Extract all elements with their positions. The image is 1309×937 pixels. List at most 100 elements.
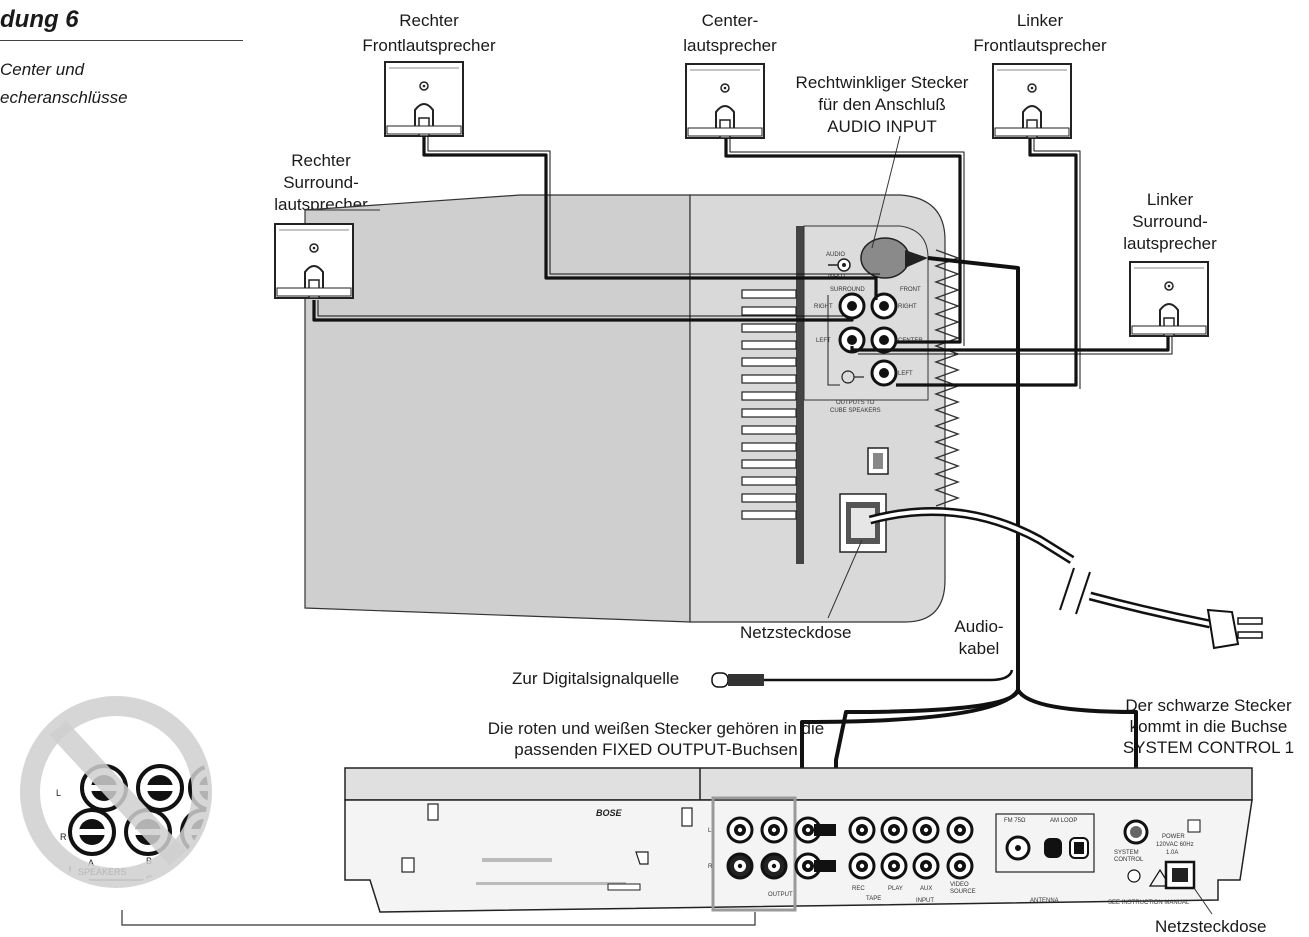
receiver-output-label: OUTPUT (768, 892, 793, 898)
panel-surround-right-label: RIGHT (814, 304, 833, 310)
system-control-label-2: CONTROL (1114, 857, 1144, 863)
power-label-3: 1.0A (1166, 850, 1178, 856)
label-audio-cable: Audio- kabel (954, 617, 1004, 658)
fixed-output-highlight (711, 796, 797, 912)
heatsink-fin (741, 442, 797, 452)
receiver-rca-jacks (726, 816, 974, 880)
heatsink-fin (741, 391, 797, 401)
heatsink-fin (741, 289, 797, 299)
panel-front-right-label: RIGHT (898, 304, 917, 310)
figure-subtitle-line-1: Center und (0, 60, 85, 79)
heatsink-left (741, 289, 797, 520)
speaker-left-surround (1129, 261, 1209, 337)
receiver-back-panel (344, 799, 1253, 913)
power-socket-leader (827, 539, 863, 619)
label-right-angle-plug: Rechtwinkliger Stecker für den Anschluß … (795, 73, 969, 136)
fixed-output-plug-r (814, 860, 836, 872)
label-power-socket-receiver: Netzsteckdose (1155, 917, 1267, 936)
right-angle-plug (860, 135, 928, 279)
receiver-rca-jack[interactable] (946, 816, 974, 844)
receiver-rca-jack[interactable] (946, 852, 974, 880)
prohibited-slash (49, 720, 187, 866)
fixed-output-plug-l (814, 824, 836, 836)
panel-rail (796, 226, 804, 564)
panel-front-left-label: LEFT (898, 371, 913, 377)
jack-surround-right[interactable] (838, 292, 866, 320)
receiver-rca-jack[interactable] (760, 816, 788, 844)
label-black-plug: Der schwarze Stecker kommt in die Buchse… (1122, 696, 1295, 757)
jack-front-left[interactable] (870, 359, 898, 387)
panel-surround-label: SURROUND (830, 287, 865, 293)
power-label-2: 120VAC 60Hz (1156, 842, 1194, 848)
speaker-right-surround (274, 223, 354, 299)
cable-center (724, 138, 962, 344)
receiver-rec-label: REC (852, 886, 865, 892)
label-power-socket-module: Netzsteckdose (740, 623, 852, 642)
jack-surround-left[interactable] (838, 326, 866, 354)
receiver-rca-jack[interactable] (726, 816, 754, 844)
receiver-play-label: PLAY (888, 886, 903, 892)
heatsink-fin (741, 510, 797, 520)
antenna-am-label: AM LOOP (1050, 818, 1077, 824)
am-terminal-1[interactable] (1044, 838, 1062, 858)
label-right-front-speaker: Rechter Frontlautsprecher (362, 11, 496, 55)
receiver-rca-jack[interactable] (880, 852, 908, 880)
see-manual-label: SEE INSTRUCTION MANUAL (1108, 900, 1190, 906)
figure-subtitle-line-2: echeranschlüsse (0, 88, 128, 107)
receiver-tape-label: TAPE (866, 896, 881, 902)
heatsink-fin (741, 425, 797, 435)
cable-right-surround (312, 300, 854, 322)
speaker-left-front (992, 63, 1072, 139)
label-digital-source: Zur Digitalsignalquelle (512, 669, 680, 688)
figure-title-rule (0, 40, 243, 41)
receiver-source-label: SOURCE (950, 889, 976, 895)
heatsink-right (933, 249, 961, 507)
prohibited-inset: L R A B SPEAKERS OUTP (20, 696, 212, 888)
heatsink-fin (741, 340, 797, 350)
receiver-rca-jack[interactable] (848, 852, 876, 880)
label-left-surround-speaker: Linker Surround- lautsprecher (1123, 190, 1217, 253)
inset-l-label: L (56, 788, 61, 798)
panel-surround-left-label: LEFT (816, 338, 831, 344)
speaker-right-front (384, 61, 464, 137)
heatsink-fin (741, 374, 797, 384)
heatsink-fin (741, 357, 797, 367)
receiver-rca-jack[interactable] (848, 816, 876, 844)
receiver-rca-jack[interactable] (726, 852, 754, 880)
receiver-rca-jack[interactable] (760, 852, 788, 880)
heatsink-fin (741, 323, 797, 333)
receiver-input-label: INPUT (916, 898, 934, 904)
antenna-fm-label: FM 75Ω (1004, 818, 1026, 824)
receiver-video-label: VIDEO (950, 882, 969, 888)
inset-bracket (121, 910, 756, 926)
receiver-power-leader (1193, 887, 1213, 915)
inset-speaker-jack (68, 808, 116, 856)
receiver-rca-jack[interactable] (880, 816, 908, 844)
label-left-front-speaker: Linker Frontlautsprecher (973, 11, 1107, 55)
antenna-label: ANTENNA (1030, 898, 1059, 904)
power-label-1: POWER (1162, 834, 1185, 840)
receiver-rca-jack[interactable] (912, 852, 940, 880)
receiver-r-label: R (708, 864, 713, 870)
jack-front-right[interactable] (870, 292, 898, 320)
audio-cable (800, 256, 1138, 830)
heatsink-fin (741, 476, 797, 486)
mains-power-cord (868, 507, 1263, 650)
receiver-aux-label: AUX (920, 886, 932, 892)
speaker-center (685, 63, 765, 139)
cable-right-front (422, 136, 878, 300)
panel-front-label: FRONT (900, 287, 921, 293)
inset-speaker-jack (136, 764, 184, 812)
heatsink-fin (741, 459, 797, 469)
receiver-l-label: L (708, 828, 712, 834)
jack-center[interactable] (870, 326, 898, 354)
system-control-label-1: SYSTEM (1114, 850, 1139, 856)
digital-source-cable (711, 669, 1014, 688)
system-control-jack[interactable] (1123, 819, 1149, 845)
cable-left-surround (850, 336, 1170, 352)
panel-audio-label: AUDIO (826, 252, 845, 258)
panel-outputs-label-1: OUTPUTS TO (836, 400, 875, 406)
inset-a-label: A (88, 858, 94, 868)
receiver-rca-jack[interactable] (912, 816, 940, 844)
